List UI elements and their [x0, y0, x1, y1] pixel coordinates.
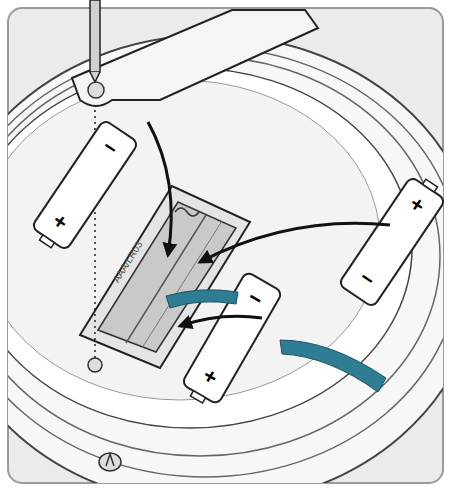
device-body [8, 35, 443, 483]
battery [338, 171, 449, 307]
battery-cover [72, 10, 318, 106]
bottom-screw [99, 453, 121, 471]
insert-arrows [148, 122, 390, 326]
ribbon [166, 290, 386, 392]
screwdriver [90, 0, 100, 82]
battery [28, 119, 139, 255]
